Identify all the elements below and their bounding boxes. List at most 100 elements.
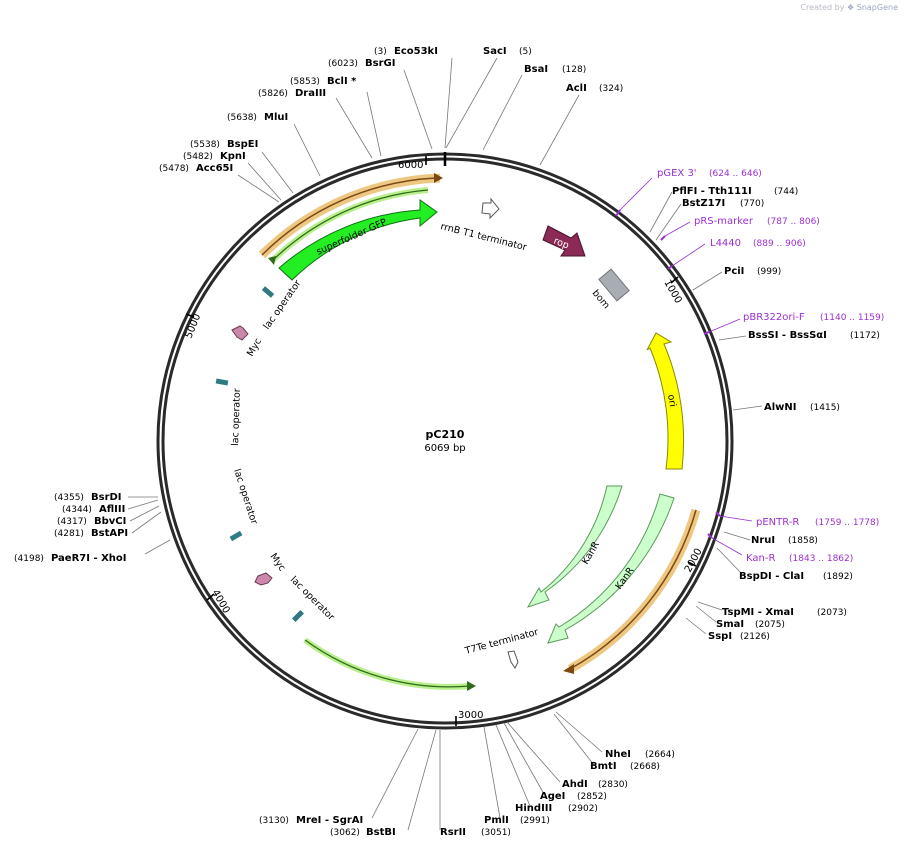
enzyme-pos-saci: (5): [519, 47, 532, 57]
enzyme-pos-sspi: (2126): [740, 632, 770, 642]
tick-marks: [185, 156, 697, 726]
primer-range-kan-r: (1843 .. 1862): [789, 554, 853, 564]
kanr-inner-feature: [526, 485, 623, 608]
enzyme-name-rsrii: RsrII: [440, 827, 466, 838]
orf-arc-lower-right-line: [569, 509, 697, 670]
enzyme-labels: (3) Eco53kI SacI (5) (6023) BsrGI BsaI (…: [14, 46, 880, 838]
enzyme-name-bbvci: BbvCI: [94, 516, 126, 527]
enzyme-name-agei: AgeI: [540, 791, 565, 802]
enzyme-pos-mlui: (5638): [227, 113, 257, 123]
enzyme-name-bcli: BclI *: [327, 76, 357, 87]
enzyme-name-pflfi: PflFI - Tth111I: [672, 186, 752, 197]
snapgene-watermark: Created by ❖ SnapGene: [800, 3, 898, 12]
snapgene-logo-icon: ❖: [847, 3, 855, 12]
enzyme-name-bsssi: BssSI - BssSαI: [748, 330, 827, 341]
enzyme-name-bspei: BspEI: [227, 139, 258, 150]
enzyme-name-bstapi: BstAPI: [91, 528, 128, 539]
orf-green-upper-arrowhead: [268, 256, 276, 265]
primer-name-pentr-r: pENTR-R: [756, 517, 799, 528]
enzyme-pos-bsrdi: (4355): [54, 493, 84, 503]
enzyme-name-acli: AclI: [566, 83, 587, 94]
lac-operator-3-feature: [229, 530, 243, 542]
backbone-inner-ring: [161, 157, 729, 725]
enzyme-pos-bcli: (5853): [290, 77, 320, 87]
plasmid-length: 6069 bp: [424, 443, 465, 454]
enzyme-pos-bstbi: (3062): [330, 828, 360, 838]
snapgene-brand: SnapGene: [856, 3, 898, 12]
enzyme-pos-draiii: (5826): [258, 89, 288, 99]
enzyme-pos-nrui: (1858): [788, 536, 818, 546]
enzyme-pos-rsrii: (3051): [481, 828, 511, 838]
primer-range-pentr-r: (1759 .. 1778): [815, 518, 879, 528]
bom-feature: [598, 268, 630, 302]
enzyme-name-pcii: PciI: [724, 266, 744, 277]
enzyme-name-xhoi: PaeR7I - XhoI: [51, 553, 127, 564]
primer-leader-lines: [619, 177, 753, 556]
tick-label-3000: 3000: [458, 710, 483, 721]
enzyme-name-alwni: AlwNI: [764, 402, 797, 413]
myc-1-feature: [231, 325, 249, 341]
orf-green-upper-line: [271, 189, 429, 262]
primer-labels: pGEX 3' (624 .. 646) pRS-marker (787 .. …: [657, 168, 884, 564]
enzyme-pos-bstapi: (4281): [54, 529, 84, 539]
enzyme-pos-claI: (1892): [823, 572, 853, 582]
enzyme-pos-pcii: (999): [757, 267, 781, 277]
enzyme-name-ahdi: AhdI: [562, 779, 588, 790]
primer-range-pgex3: (624 .. 646): [709, 169, 762, 179]
enzyme-name-kpni: KpnI: [220, 151, 246, 162]
enzyme-pos-pmli: (2991): [520, 816, 550, 826]
enzyme-pos-hindiii: (2902): [568, 804, 598, 814]
enzyme-pos-bsrgi: (6023): [328, 59, 358, 69]
enzyme-pos-sgrai: (3130): [259, 816, 289, 826]
enzyme-pos-bspei: (5538): [190, 140, 220, 150]
orf-green-lower-line: [304, 639, 471, 688]
lac-operator-1-label: lac operator: [261, 278, 303, 332]
primer-range-pbr322ori-f: (1140 .. 1159): [820, 313, 884, 323]
enzyme-name-claI: BspDI - ClaI: [739, 571, 804, 582]
enzyme-pos-agei: (2852): [577, 792, 607, 802]
primer-name-prs-marker: pRS-marker: [694, 216, 754, 227]
orf-green-lower: [303, 637, 471, 690]
rrnb-terminator-label: rrnB T1 terminator: [439, 221, 528, 253]
tick-label-6000: 6000: [398, 160, 423, 171]
plasmid-name: pC210: [426, 428, 465, 441]
orf-arc-upper-line: [261, 177, 437, 256]
enzyme-pos-eco53ki: (3): [374, 47, 387, 57]
enzyme-name-sgrai: MreI - SgrAI: [296, 815, 363, 826]
myc-2-label: Myc: [268, 551, 288, 573]
backbone-outer-ring: [156, 152, 734, 730]
kanr-outer-feature: [547, 493, 675, 644]
primer-range-l4440: (889 .. 906): [753, 239, 806, 249]
rrnb-terminator-feature: [481, 197, 500, 220]
t7te-terminator-feature: [507, 650, 519, 669]
enzyme-name-nrui: NruI: [751, 535, 775, 546]
created-by-text: Created by: [800, 3, 845, 12]
t7te-terminator-label: T7Te terminator: [463, 627, 540, 657]
orf-arc-lower-right-arrowhead: [563, 664, 574, 674]
enzyme-pos-bsssi: (1172): [850, 331, 880, 341]
lac-operator-1-feature: [261, 286, 275, 298]
enzyme-pos-smai: (2075): [755, 620, 785, 630]
enzyme-pos-nhei: (2664): [645, 750, 675, 760]
enzyme-pos-acli: (324): [599, 84, 623, 94]
primer-name-pbr322ori-f: pBR322ori-F: [743, 312, 805, 323]
orf-green-lower-arrowhead: [467, 681, 476, 691]
enzyme-name-bstz17i: BstZ17I: [682, 198, 725, 209]
enzyme-pos-ahdi: (2830): [598, 780, 628, 790]
lac-operator-2-label: lac operator: [230, 388, 243, 446]
enzyme-name-sspi: SspI: [708, 631, 732, 642]
enzyme-name-aflIII: AflIII: [99, 504, 125, 515]
lac-operator-4-feature: [291, 609, 305, 623]
enzyme-pos-kpni: (5482): [183, 152, 213, 162]
enzyme-name-bsrdi: BsrDI: [91, 492, 122, 503]
primer-markers: [615, 209, 721, 539]
enzyme-pos-acc65i: (5478): [159, 164, 189, 174]
enzyme-name-bstbi: BstBI: [366, 827, 396, 838]
primer-name-l4440: L4440: [710, 238, 741, 249]
rop-feature: [542, 225, 586, 257]
enzyme-pos-xhoi: (4198): [14, 554, 44, 564]
primer-name-kan-r: Kan-R: [746, 553, 775, 564]
orf-arc-upper-arrowhead: [434, 173, 443, 183]
enzyme-pos-aflIII: (4344): [62, 505, 92, 515]
myc-2-feature: [254, 572, 273, 586]
